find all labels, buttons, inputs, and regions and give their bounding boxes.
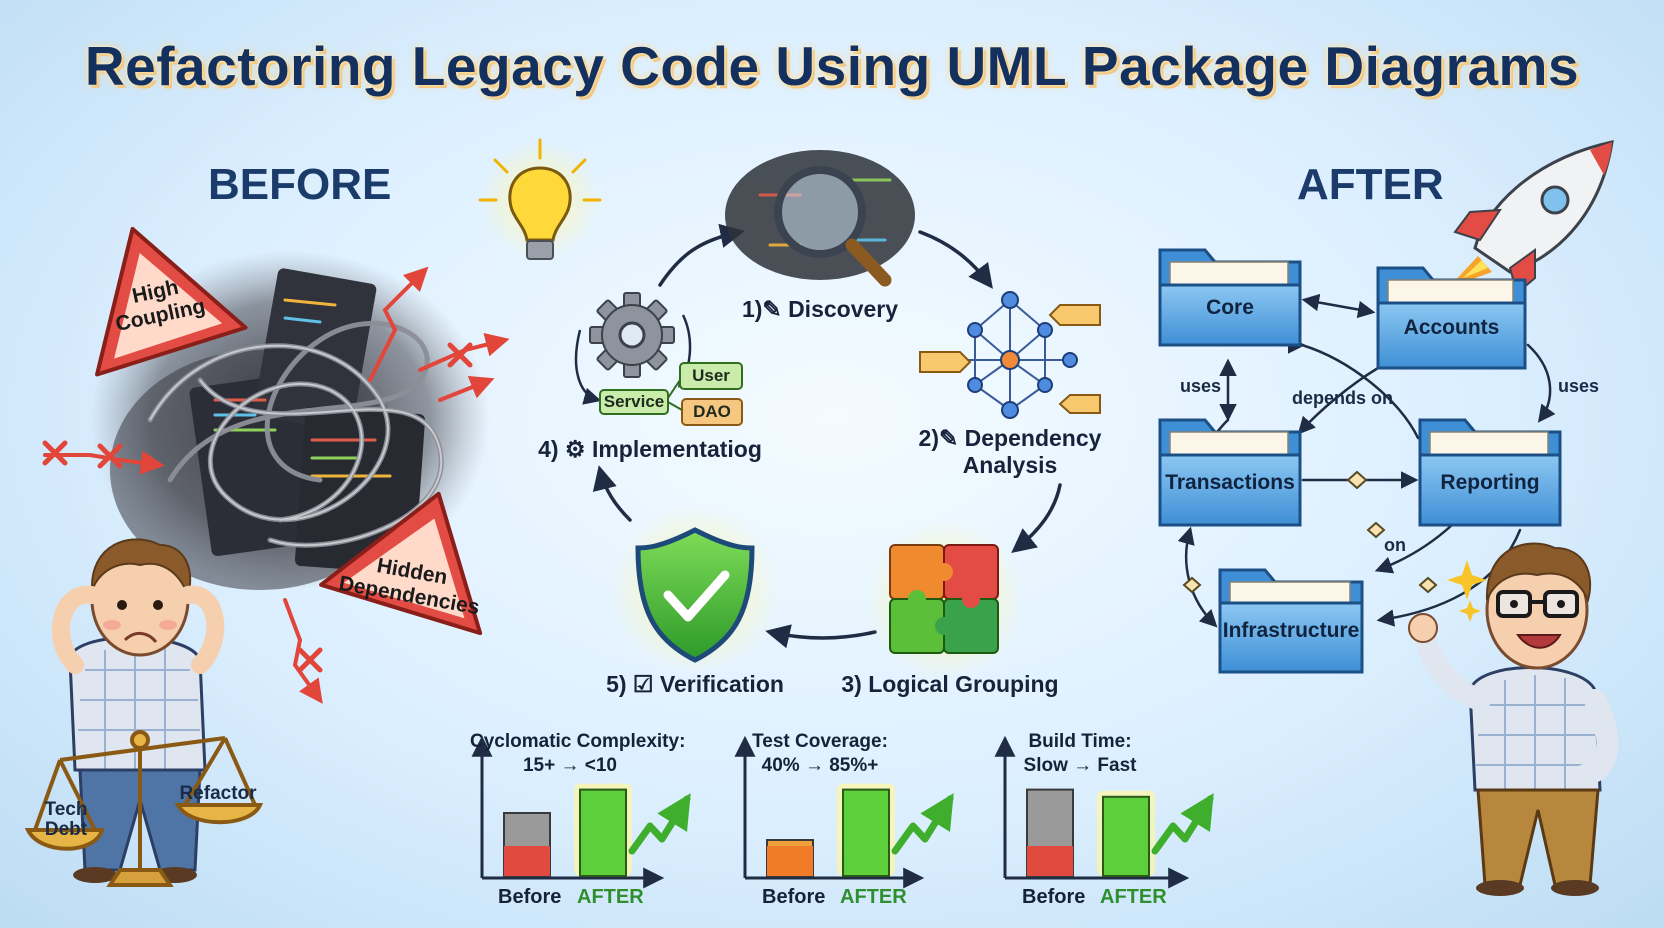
metric-coverage-before-bar-base <box>767 846 813 876</box>
rocket-icon <box>1448 140 1614 295</box>
chip-user: User <box>692 366 730 385</box>
lightbulb-icon <box>478 138 602 260</box>
relation-on: on <box>1384 535 1406 555</box>
package-diamonds <box>1182 470 1438 594</box>
package-core-label: Core <box>1206 296 1254 319</box>
chip-dao: DAO <box>693 402 731 421</box>
relation-uses-right: uses <box>1558 376 1600 396</box>
happy-developer-figure <box>1408 542 1619 896</box>
scale-tech-debt-label: Tech Debt <box>44 799 88 840</box>
relation-depends-on: depends on <box>1292 388 1394 408</box>
step-dependency-analysis-label: 2)✎ Dependency Analysis <box>918 425 1102 478</box>
metric-coverage-trend-arrow <box>891 793 954 855</box>
metric-coverage-after-label: AFTER <box>840 886 907 908</box>
stressed-developer-figure <box>51 538 225 883</box>
step-implementation-label: 4) ⚙ Implementatiog <box>538 436 762 462</box>
package-reporting-label: Reporting <box>1440 471 1540 494</box>
metric-coverage-title-line2: 40% → 85%+ <box>761 755 879 776</box>
metric-complexity-before-bar-base <box>504 846 550 876</box>
metric-complexity-after-bar <box>579 788 627 877</box>
folder-infrastructure <box>1218 568 1364 674</box>
metric-coverage-title-line1: Test Coverage: <box>752 731 888 752</box>
metric-complexity-title-line1: Cyclomatic Complexity: <box>470 731 686 752</box>
chip-service: Service <box>603 392 665 411</box>
magnifying-glass-icon <box>725 150 915 287</box>
sparkle-icon <box>1447 560 1487 622</box>
metric-complexity-trend-arrow <box>628 793 691 855</box>
step-verification-label: 5) ☑ Verification <box>606 671 784 697</box>
cycle-arrows <box>592 223 1062 649</box>
puzzle-pieces-icon <box>865 520 1025 680</box>
page-title: Refactoring Legacy Code Using UML Packag… <box>84 35 1580 97</box>
broken-x-marks <box>42 342 473 673</box>
package-transactions-label: Transactions <box>1165 471 1295 494</box>
metric-buildtime-before-label: Before <box>1022 886 1086 908</box>
relation-uses-left: uses <box>1180 376 1222 396</box>
warning-triangle-hidden-dependencies <box>319 491 483 636</box>
after-heading: AFTER <box>1297 160 1444 209</box>
folder-transactions <box>1158 418 1302 527</box>
package-infrastructure-label: Infrastructure <box>1222 619 1360 642</box>
metric-buildtime-after-bar <box>1102 795 1150 877</box>
package-accounts-label: Accounts <box>1403 316 1500 339</box>
warning-triangle-high-coupling <box>95 226 248 377</box>
metric-complexity-after-label: AFTER <box>577 886 644 908</box>
metric-buildtime-title-line1: Build Time: <box>1028 731 1132 752</box>
shield-check-icon <box>610 505 780 675</box>
metric-buildtime-trend-arrow <box>1151 793 1214 855</box>
scale-refactor-label: Refactor <box>179 783 257 804</box>
dependency-network-icon <box>919 291 1101 419</box>
metric-complexity-title-line2: 15+ → <10 <box>522 755 618 776</box>
metric-buildtime-title-line2: Slow → Fast <box>1023 755 1137 776</box>
metric-buildtime-before-bar-base <box>1027 846 1073 876</box>
folder-core <box>1158 248 1302 347</box>
gear-icon <box>574 292 696 405</box>
layer-chips <box>599 362 743 426</box>
tech-debt-balance-scale <box>24 730 264 887</box>
metric-coverage-before-label: Before <box>762 886 826 908</box>
metric-axes <box>471 735 1190 889</box>
folder-accounts <box>1376 266 1527 370</box>
folder-reporting <box>1418 418 1562 527</box>
metric-buildtime-after-label: AFTER <box>1100 886 1167 908</box>
before-heading: BEFORE <box>208 160 392 209</box>
step-logical-grouping-label: 3) Logical Grouping <box>841 671 1059 697</box>
step-discovery-label: 1)✎ Discovery <box>741 296 899 322</box>
metric-complexity-before-label: Before <box>498 886 562 908</box>
metric-coverage-after-bar <box>842 788 890 877</box>
metric-bars <box>503 783 1214 877</box>
